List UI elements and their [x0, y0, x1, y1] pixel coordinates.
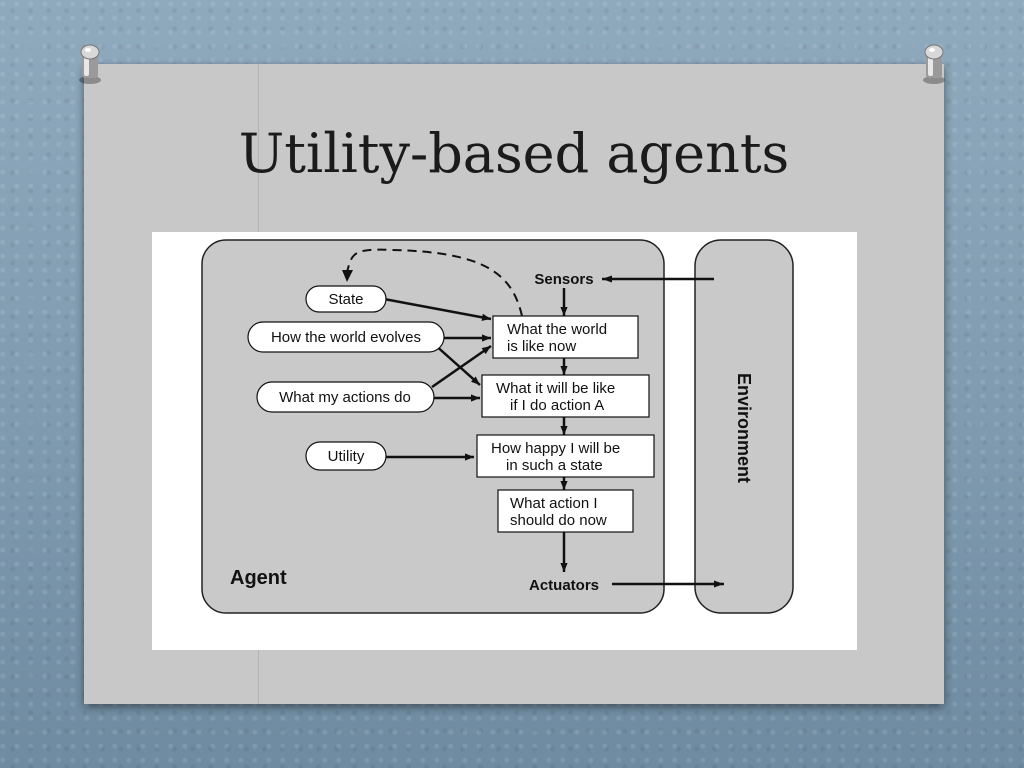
actions-do-pill	[256, 381, 435, 413]
actions-do-pill-label: What my actions do	[279, 389, 411, 406]
environment-panel	[694, 239, 794, 614]
state-feedback-arrowhead	[342, 270, 353, 282]
action-box	[497, 489, 634, 533]
environment-label: Environment	[734, 373, 754, 483]
happy-box	[476, 434, 655, 478]
sensors-label: Sensors	[534, 271, 593, 288]
world-evolves-pill-label: How the world evolves	[271, 329, 421, 346]
actuators-label: Actuators	[529, 577, 599, 594]
utility-pill	[305, 441, 387, 471]
agent-diagram-svg: Environment Sensors Actuators Agent Stat…	[201, 239, 794, 614]
will-be-line1: What it will be like	[496, 380, 615, 397]
happy-line1: How happy I will be	[491, 440, 620, 457]
state-pill-label: State	[328, 291, 363, 308]
will-be-box	[481, 374, 650, 418]
pushpin-right-icon	[923, 44, 945, 84]
action-line2: should do now	[510, 512, 607, 529]
action-line1: What action I	[510, 495, 598, 512]
slide-title: Utility-based agents	[238, 122, 790, 185]
state-feedback-dashed-arrow	[346, 248, 523, 317]
pushpin-left-icon	[79, 44, 101, 84]
agent-label: Agent	[230, 567, 287, 589]
world-now-line1: What the world	[507, 321, 607, 338]
evolves-to-will-be-arrow	[433, 343, 481, 386]
happy-line2: in such a state	[506, 457, 603, 474]
actions-to-world-now-arrow	[431, 344, 492, 389]
world-evolves-pill	[247, 321, 445, 353]
world-now-box	[492, 315, 639, 359]
agent-diagram: Environment Sensors Actuators Agent Stat…	[152, 232, 857, 650]
world-now-line2: is like now	[507, 338, 576, 355]
will-be-line2: if I do action A	[510, 397, 604, 414]
agent-panel	[201, 239, 665, 614]
state-pill	[305, 285, 387, 313]
state-to-world-now-arrow	[383, 297, 492, 321]
utility-pill-label: Utility	[328, 448, 365, 465]
